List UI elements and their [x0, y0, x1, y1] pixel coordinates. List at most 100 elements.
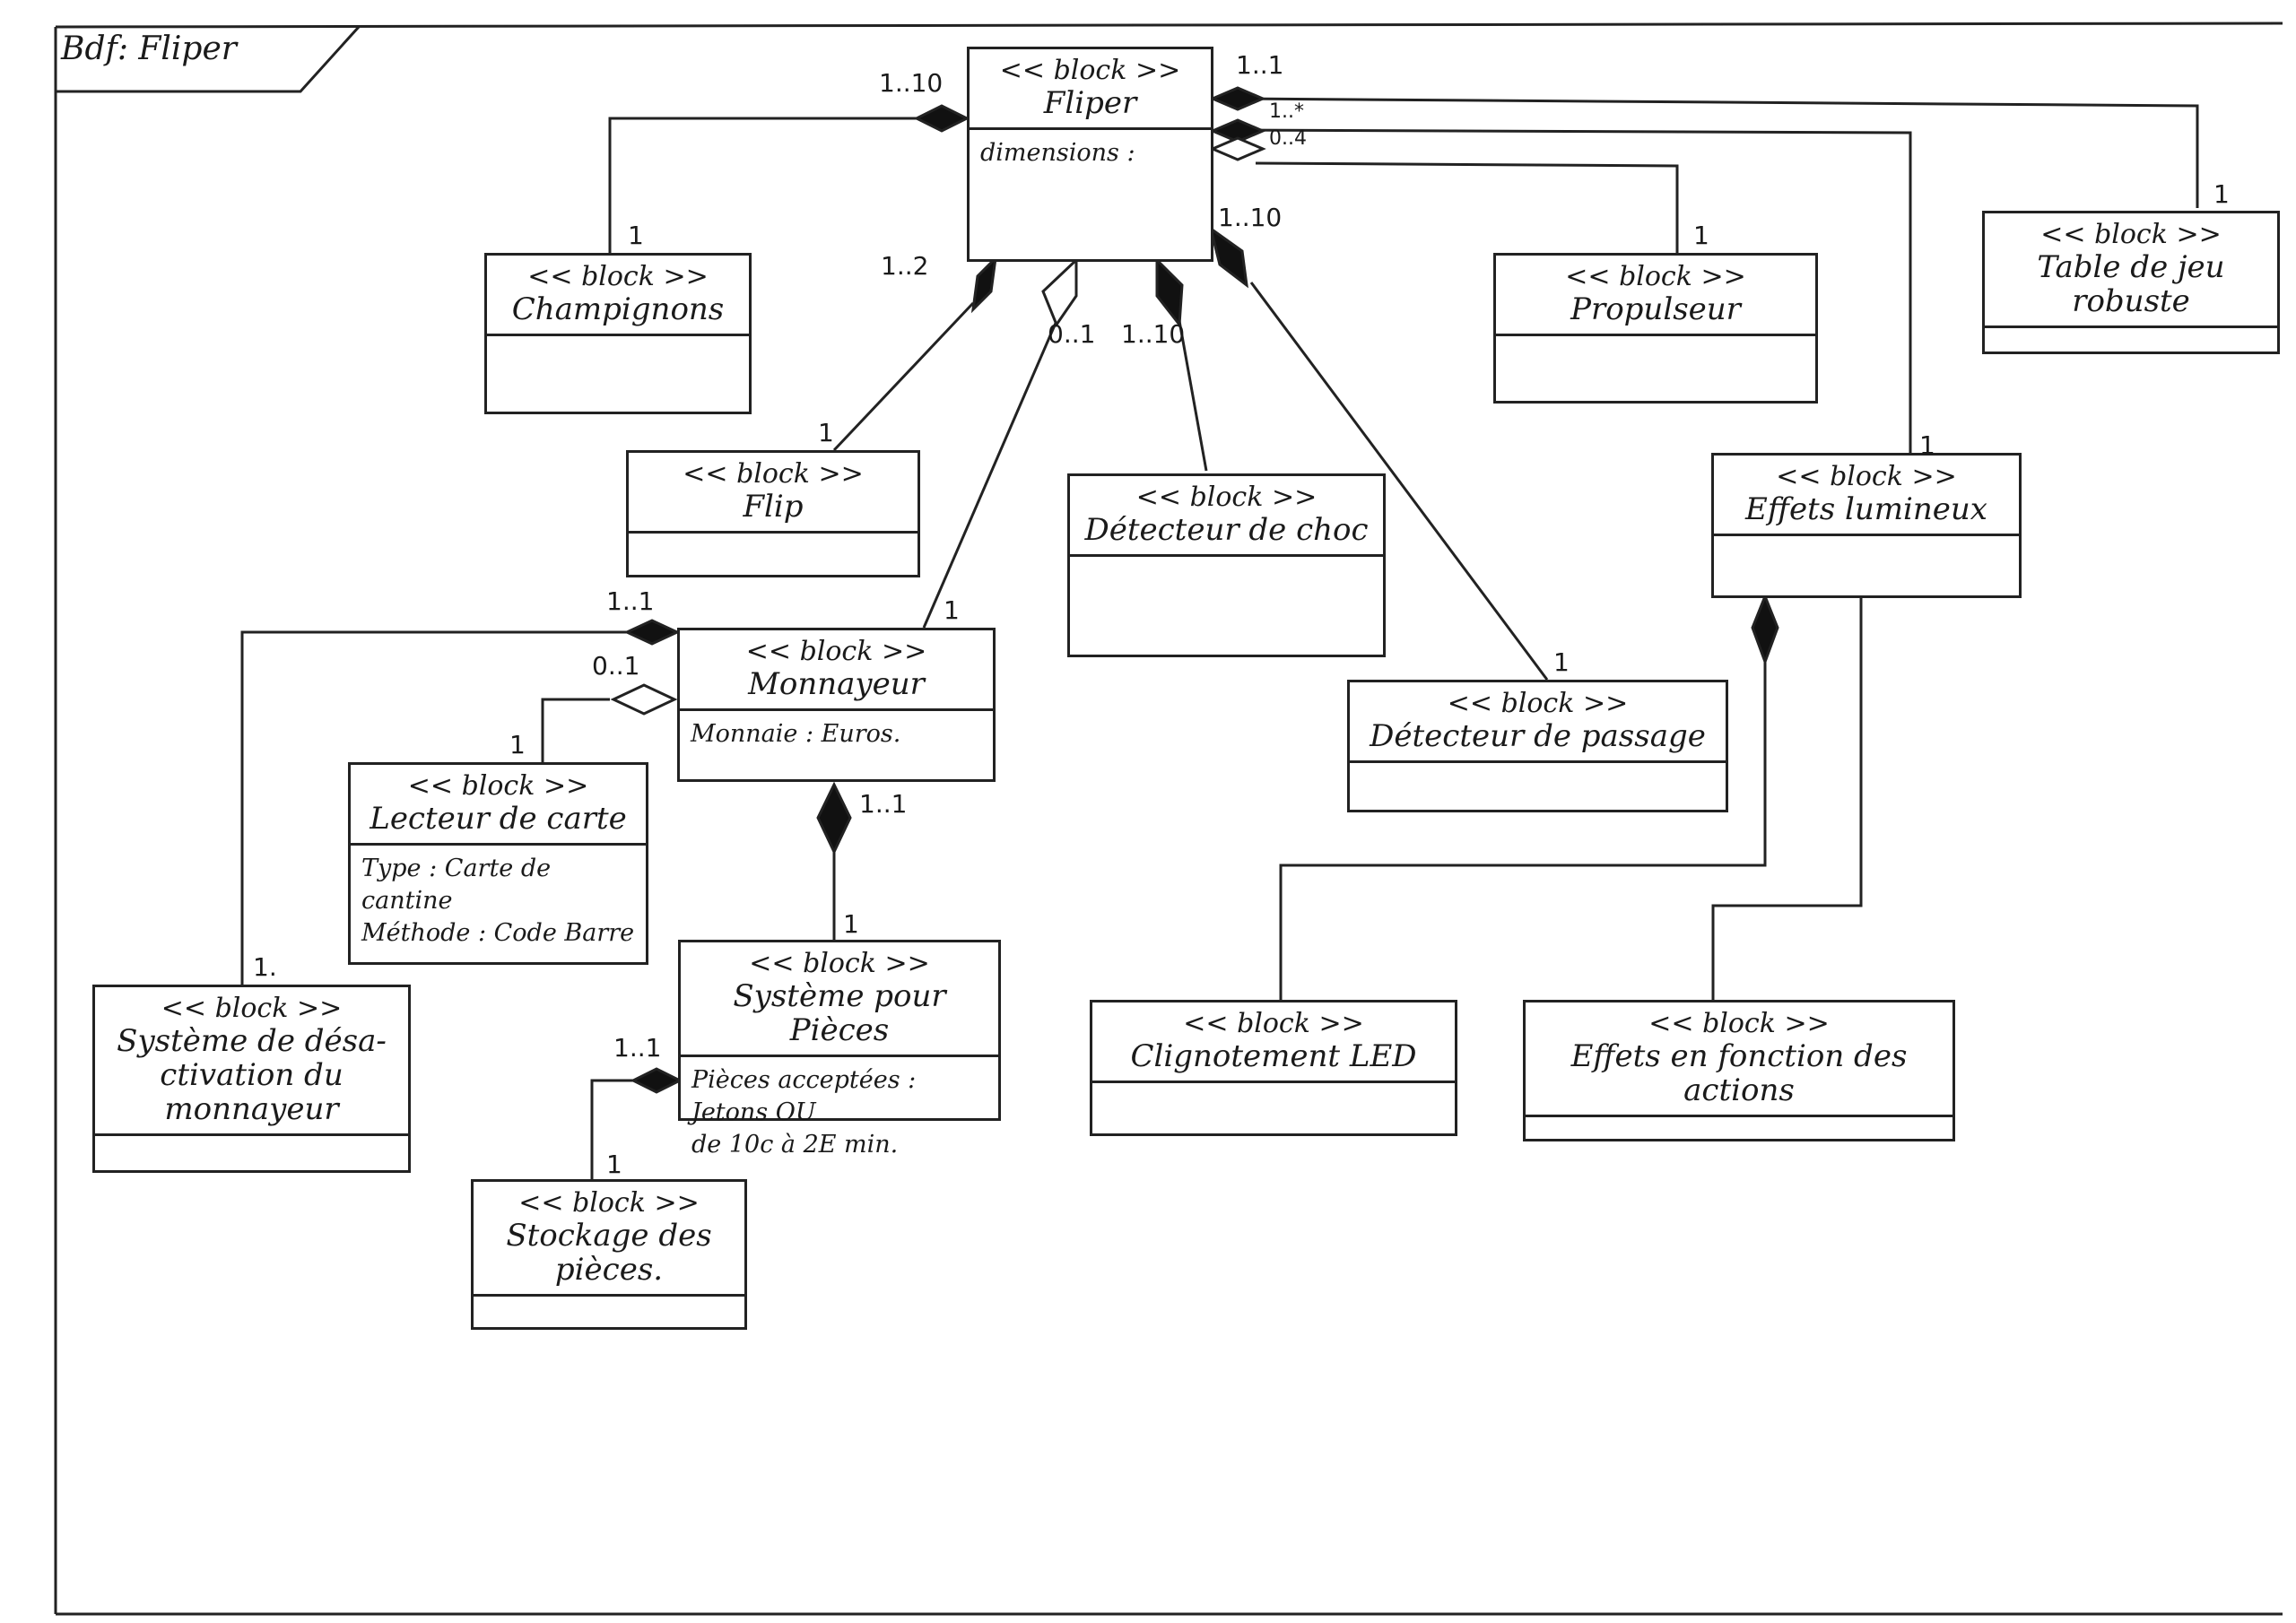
- frame: [54, 22, 2283, 1616]
- frame-title: Bdf: Fliper: [61, 30, 237, 67]
- diamond-monnayeur: [1041, 256, 1078, 328]
- mult-fliper-top-right: 1..1: [1236, 50, 1284, 80]
- mult-flip: 1: [818, 418, 834, 447]
- block-attributes: dimensions :: [980, 139, 1135, 167]
- block-clignotement[interactable]: << block >>Clignotement LED: [1090, 1000, 1457, 1136]
- block-detecteur-passage[interactable]: << block >>Détecteur de passage: [1347, 680, 1728, 812]
- block-stereotype: << block >>: [1648, 1008, 1830, 1039]
- mult-fliper-passage: 1..10: [1218, 203, 1283, 232]
- block-name: Effets en fonction des actions: [1570, 1038, 1908, 1108]
- block-table[interactable]: << block >>Table de jeu robuste: [1982, 211, 2280, 354]
- mult-monnayeur: 1: [944, 595, 960, 625]
- diamond-table: [1209, 86, 1266, 111]
- mult-monnayeur-pieces: 1..1: [859, 789, 908, 819]
- block-attributes: [487, 336, 749, 351]
- block-name: Stockage des pièces.: [506, 1218, 712, 1288]
- block-name: Flip: [743, 489, 804, 525]
- block-stereotype: << block >>: [518, 1187, 700, 1219]
- mult-fliper-champignons: 1..10: [879, 68, 944, 98]
- block-stockage[interactable]: << block >>Stockage des pièces.: [471, 1179, 747, 1330]
- block-name: Clignotement LED: [1130, 1038, 1417, 1074]
- mult-fliper-choc: 1..10: [1121, 319, 1186, 349]
- mult-monnayeur-desactivation: 1..1: [606, 586, 655, 616]
- mult-fliper-monnayeur: 0..1: [1048, 319, 1096, 349]
- block-attributes: [95, 1136, 408, 1150]
- block-effets-actions[interactable]: << block >>Effets en fonction des action…: [1523, 1000, 1955, 1141]
- block-attributes: [1496, 336, 1815, 351]
- block-systeme-pieces[interactable]: << block >>Système pour Pièces Pièces ac…: [678, 940, 1001, 1159]
- block-attributes: [474, 1297, 744, 1311]
- block-attributes: [1526, 1117, 1952, 1132]
- mult-desactivation: 1.: [253, 952, 277, 982]
- diamond-flip: [970, 254, 998, 314]
- block-effets-lumineux[interactable]: << block >>Effets lumineux: [1711, 453, 2022, 598]
- mult-lecteur: 1: [509, 730, 526, 759]
- block-stereotype: << block >>: [749, 948, 930, 979]
- association-lines: [240, 97, 2199, 1179]
- mult-fliper-effets: 0..4: [1269, 127, 1307, 150]
- block-name: Champignons: [511, 291, 725, 327]
- mult-stockage: 1: [606, 1150, 622, 1179]
- block-name: Table de jeu robuste: [2037, 249, 2225, 319]
- block-lecteur-carte[interactable]: << block >>Lecteur de carte Type : Carte…: [348, 762, 648, 965]
- block-name: Détecteur de passage: [1370, 718, 1706, 754]
- diamond-stockage: [630, 1067, 683, 1094]
- block-flip[interactable]: << block >>Flip: [626, 450, 920, 577]
- block-stereotype: << block >>: [999, 55, 1181, 86]
- block-stereotype: << block >>: [745, 636, 927, 667]
- block-attributes: Monnaie : Euros.: [691, 720, 901, 748]
- block-stereotype: << block >>: [1776, 461, 1957, 492]
- block-stereotype: << block >>: [683, 458, 864, 490]
- diamond-passage: [1208, 225, 1248, 289]
- block-attributes: Pièces acceptées : Jetons OU de 10c à 2E…: [691, 1066, 917, 1159]
- diamond-champignons: [913, 104, 970, 133]
- block-name: Effets lumineux: [1745, 491, 1987, 527]
- block-name: Système pour Pièces: [733, 978, 946, 1048]
- block-attributes: [1985, 328, 2277, 343]
- block-attributes: Type : Carte de cantine Méthode : Code B…: [361, 855, 635, 947]
- block-name: Fliper: [1043, 85, 1137, 121]
- block-stereotype: << block >>: [161, 993, 343, 1024]
- block-attributes: [1092, 1083, 1455, 1098]
- block-monnayeur[interactable]: << block >>Monnayeur Monnaie : Euros.: [677, 628, 996, 782]
- mult-effets: 1: [1919, 430, 1935, 460]
- block-stereotype: << block >>: [527, 261, 709, 292]
- mult-fliper-table: 1..*: [1269, 100, 1304, 123]
- diamond-lecteur: [610, 683, 678, 716]
- mult-monnayeur-lecteur: 0..1: [592, 651, 640, 681]
- mult-pieces-stockage: 1..1: [613, 1033, 662, 1063]
- diamond-desactivation: [623, 619, 681, 646]
- block-attributes: [629, 534, 918, 548]
- diamond-effets-lumineux: [1751, 592, 1779, 666]
- mult-pieces: 1: [843, 909, 859, 939]
- mult-fliper-flip: 1..2: [881, 251, 929, 281]
- block-stereotype: << block >>: [1565, 261, 1746, 292]
- block-name: Détecteur de choc: [1084, 512, 1369, 548]
- block-stereotype: << block >>: [1447, 688, 1629, 719]
- composition-diamonds: [610, 86, 1779, 1094]
- diamond-pieces: [816, 781, 852, 855]
- mult-table: 1: [2213, 179, 2230, 209]
- block-stereotype: << block >>: [1135, 482, 1318, 513]
- block-fliper[interactable]: << block >>Fliper dimensions :: [967, 47, 1213, 262]
- block-attributes: [1714, 536, 2019, 551]
- mult-passage: 1: [1553, 647, 1570, 677]
- block-name: Monnayeur: [748, 666, 925, 702]
- block-propulseur[interactable]: << block >>Propulseur: [1493, 253, 1818, 404]
- block-stereotype: << block >>: [1183, 1008, 1364, 1039]
- block-attributes: [1350, 763, 1726, 777]
- block-attributes: [1070, 557, 1383, 571]
- mult-champignons: 1: [628, 221, 644, 250]
- block-name: Propulseur: [1570, 291, 1741, 327]
- mult-propulseur: 1: [1693, 221, 1709, 250]
- diamond-propulseur: [1209, 136, 1266, 161]
- block-detecteur-choc[interactable]: << block >>Détecteur de choc: [1067, 473, 1386, 657]
- block-desactivation[interactable]: << block >>Système de désa- ctivation du…: [92, 985, 411, 1173]
- diamond-choc: [1155, 256, 1184, 329]
- block-name: Système de désa- ctivation du monnayeur: [117, 1023, 387, 1127]
- block-stereotype: << block >>: [407, 770, 589, 802]
- block-champignons[interactable]: << block >>Champignons: [484, 253, 752, 414]
- diamond-effets: [1209, 118, 1266, 143]
- block-name: Lecteur de carte: [370, 801, 627, 837]
